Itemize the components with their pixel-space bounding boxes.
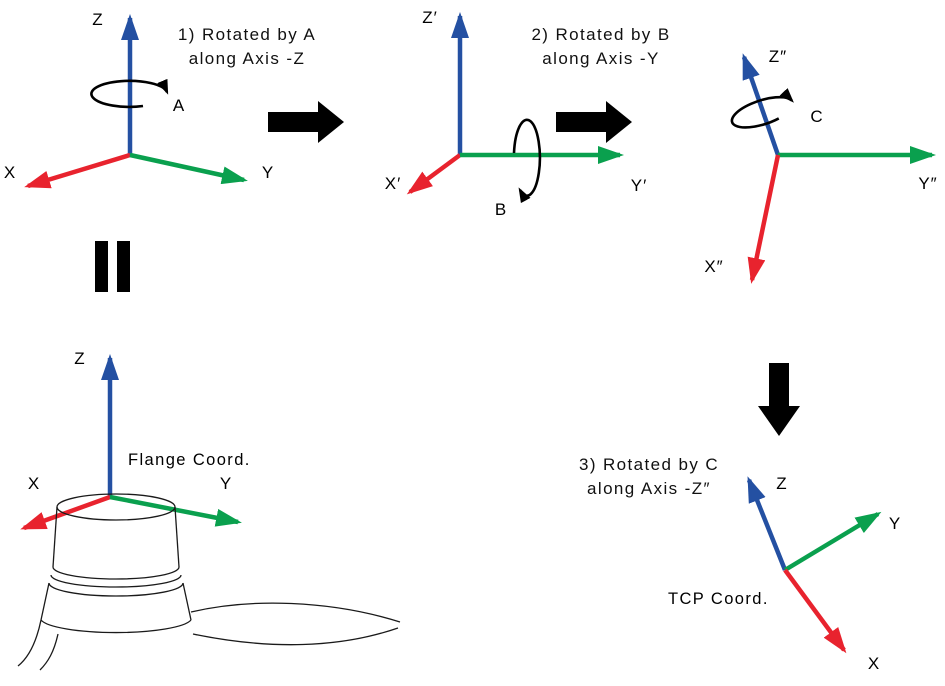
frame-3-after-b: Z″ Y″ X″ C [704,47,937,284]
robot-arm-bottom-curve [192,627,399,646]
frame3-z-label: Z″ [769,47,787,66]
flange-band-3 [48,582,184,597]
down-arrow-icon [758,363,800,436]
frame1-x-label: X [4,163,16,182]
flange-x-label: X [28,474,40,493]
right-arrow-icon-1 [268,101,344,143]
rotation-c-angle-label: C [810,107,823,126]
frame1-z-label: Z [92,10,103,29]
frame-1-initial: Z X Y A 1) Rotated by A along Axis -Z [4,10,316,189]
step3-title-line2: along Axis -Z″ [587,479,711,498]
robot-body-left-curve [17,619,42,667]
flange-side-left [52,506,58,568]
rotation-arrow-c-icon [730,88,794,129]
tcp-x-label: X [868,654,880,673]
tcp-z-axis [746,476,788,571]
frame1-x-axis [24,152,131,189]
tcp-x-axis [783,568,847,654]
tcp-y-axis [783,511,882,572]
tcp-z-label: Z [776,474,787,493]
step1-title-line1: 1) Rotated by A [178,25,316,44]
frame-2-after-a: Z′ X′ Y′ B 2) Rotated by B along Axis -Y [385,8,670,219]
equals-bar-left [95,241,108,292]
step2-title-line2: along Axis -Y [542,49,659,68]
flange-skirt-left [40,582,50,621]
robot-flange-drawing [17,493,401,671]
tcp-coord-caption: TCP Coord. [668,590,769,608]
equals-bar-right [117,241,130,292]
step3-title-line1: 3) Rotated by C [579,455,719,474]
frame2-z-label: Z′ [422,8,438,27]
frame3-x-axis [747,154,781,284]
rotation-a-angle-label: A [173,96,185,115]
step2-title-line1: 2) Rotated by B [531,25,670,44]
flange-y-label: Y [220,474,232,493]
frame3-z-axis [741,53,781,156]
flange-skirt-right [182,582,192,621]
frame1-y-label: Y [262,163,274,182]
rotation-b-angle-label: B [495,200,507,219]
flange-band-1 [52,566,180,580]
right-arrow-icon-2 [556,101,632,143]
frame2-y-label: Y′ [631,176,648,195]
equals-sign-icon [95,241,130,292]
flange-z-label: Z [74,349,85,368]
flange-skirt-bottom [40,619,192,634]
robot-body-left-curve-2 [39,633,59,671]
frame3-x-label: X″ [704,257,723,276]
step1-title-line2: along Axis -Z [189,49,305,68]
tcp-coordinate-frame: Z Y X TCP Coord. [668,474,901,673]
rotation-arrow-b-icon [512,118,542,204]
frame3-y-label: Y″ [918,174,937,193]
flange-coordinate-frame: Z X Y Flange Coord. [20,349,251,531]
tcp-y-label: Y [889,514,901,533]
flange-coord-caption: Flange Coord. [128,451,251,469]
robot-arm-top-curve [190,602,401,623]
frame1-y-axis [129,152,248,185]
frame2-x-axis [406,153,462,195]
flange-band-2 [50,574,182,588]
rotation-arrow-a-icon [90,78,169,109]
flange-x-axis [20,494,111,531]
flange-side-right [174,506,180,568]
frame2-x-label: X′ [385,174,402,193]
